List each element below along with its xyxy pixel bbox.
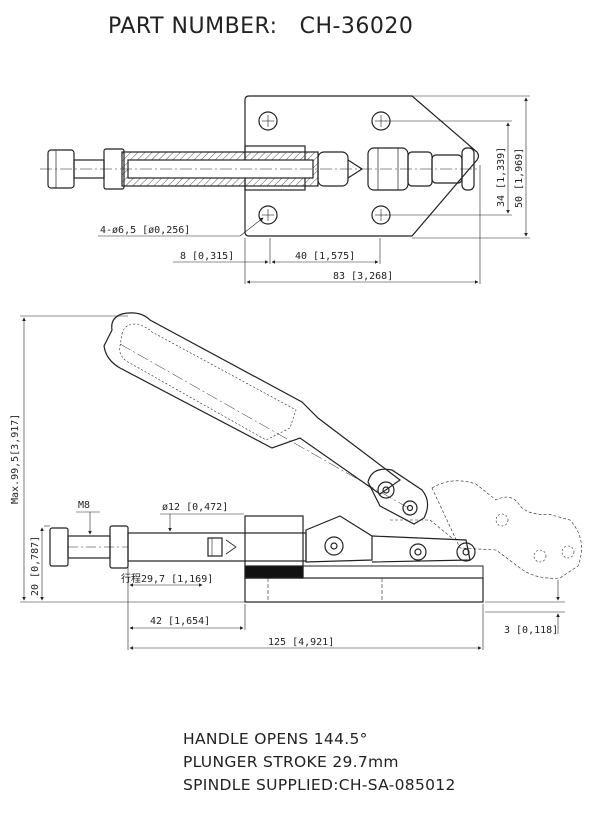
housing-black-band <box>244 565 304 579</box>
dim-83: 83 [3,268] <box>333 271 393 282</box>
dim-125: 125 [4,921] <box>268 637 334 648</box>
dim-50: 50 [1,969] <box>514 148 525 208</box>
page-title: PART NUMBER: CH-36020 <box>108 14 413 39</box>
thread-label: M8 <box>78 500 90 511</box>
handle-grip <box>103 312 402 495</box>
note-spindle: SPINDLE SUPPLIED:CH-SA-085012 <box>183 776 456 794</box>
part-number-value: CH-36020 <box>299 14 414 39</box>
top-view <box>40 95 530 284</box>
mounting-hole <box>258 205 278 225</box>
spec-notes: HANDLE OPENS 144.5° PLUNGER STROKE 29.7m… <box>183 728 456 797</box>
base-plate-outline <box>244 95 480 237</box>
dim-8: 8 [0,315] <box>180 251 234 262</box>
note-handle-opens: HANDLE OPENS 144.5° <box>183 730 368 748</box>
note-plunger-stroke: PLUNGER STROKE 29.7mm <box>183 753 399 771</box>
side-view <box>20 312 582 650</box>
dim-3: 3 [0,118] <box>504 625 558 636</box>
holes-note: 4-ø6,5 [ø0,256] <box>100 225 190 236</box>
dim-40: 40 [1,575] <box>295 251 355 262</box>
dim-dia12: ø12 [0,472] <box>162 502 228 513</box>
dim-max-height: Max.99,5[3,917] <box>10 414 21 504</box>
dim-34: 34 [1,339] <box>496 147 507 207</box>
mounting-hole <box>258 111 278 131</box>
dim-20: 20 [0,787] <box>30 536 41 596</box>
dim-42: 42 [1,654] <box>150 616 210 627</box>
stroke-dim-label: 行程29,7 [1,169] <box>121 572 213 585</box>
part-number-label: PART NUMBER: <box>108 14 278 39</box>
